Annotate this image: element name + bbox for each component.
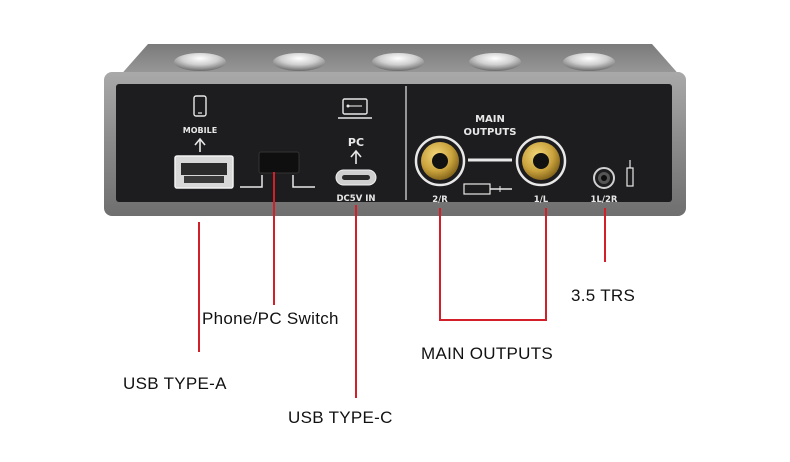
trs-35-jack <box>593 167 615 189</box>
phone-pc-switch <box>240 151 315 188</box>
out-2r-label: 2/R <box>432 195 448 205</box>
knob <box>563 53 615 71</box>
main-outputs-title-line1: MAIN <box>475 114 505 125</box>
callout-trs-35: 3.5 TRS <box>571 286 636 305</box>
callout-usb-type-a: USB TYPE-A <box>123 374 227 393</box>
out-1l2r-label: 1L/2R <box>591 195 618 205</box>
output-jack-1l <box>515 135 567 187</box>
leader-main-outputs <box>439 208 547 321</box>
output-jack-2r <box>414 135 466 187</box>
laptop-usb-icon <box>338 98 372 119</box>
callout-main-outputs: MAIN OUTPUTS <box>421 344 554 363</box>
knob <box>469 53 521 71</box>
arrow-up-icon <box>350 149 362 164</box>
out-1l-label: 1/L <box>534 195 549 205</box>
knob-row <box>174 53 615 71</box>
mobile-label: MOBILE <box>183 126 217 135</box>
phone-icon <box>193 95 207 117</box>
knob <box>174 53 226 71</box>
plug-icon <box>463 183 512 195</box>
callout-phone-pc-switch: Phone/PC Switch <box>202 309 339 328</box>
pc-label: PC <box>348 136 364 149</box>
callout-usb-type-c: USB TYPE-C <box>288 408 393 427</box>
arrow-up-icon <box>194 137 206 152</box>
main-outputs-title-line2: OUTPUTS <box>464 127 517 138</box>
leader-lines <box>198 172 606 398</box>
usb-type-c-port <box>335 169 377 186</box>
usb-type-a-port <box>174 155 234 189</box>
mini-jack-icon <box>626 160 634 187</box>
knob <box>372 53 424 71</box>
dc5v-in-label: DC5V IN <box>336 194 375 204</box>
knob <box>273 53 325 71</box>
